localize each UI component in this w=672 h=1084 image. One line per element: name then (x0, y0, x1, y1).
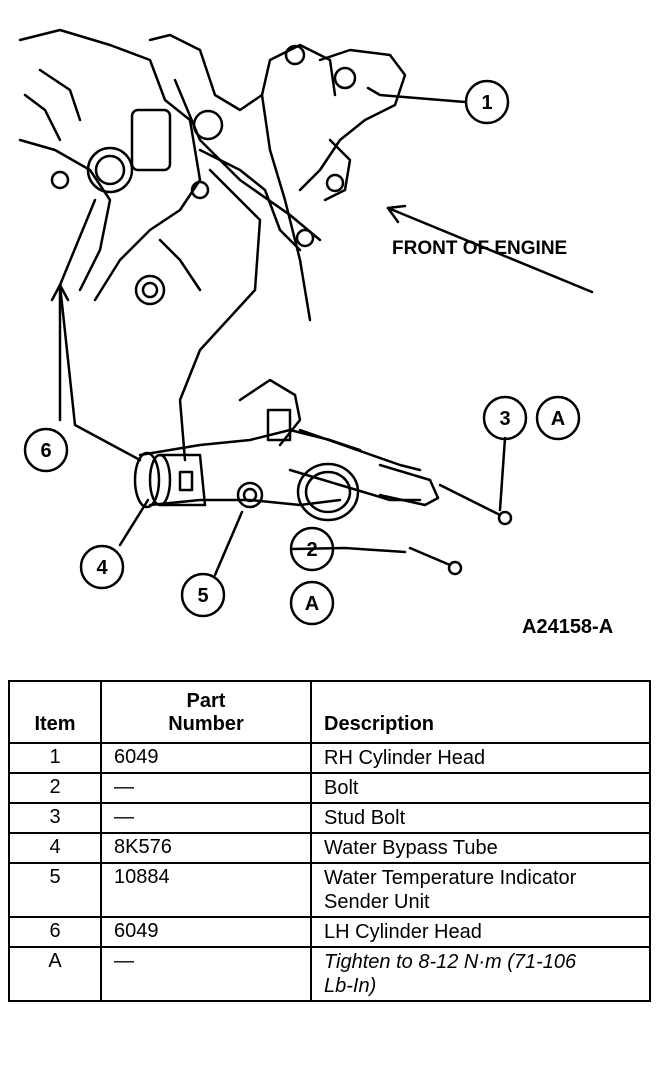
spec-label-a-upper: A (551, 408, 565, 430)
header-part-number: Part Number (100, 680, 312, 744)
callout-leaders (50, 86, 507, 577)
table-row: 2 — Bolt (8, 772, 651, 804)
front-of-engine-label: FRONT OF ENGINE (392, 238, 567, 259)
parts-table: Item Part Number Description 1 6049 RH C… (8, 680, 651, 1002)
row-description-line1: Water Bypass Tube (324, 837, 498, 859)
row-part-number: — (100, 772, 312, 804)
engine-block-illustration (18, 28, 407, 462)
row-description: Tighten to 8-12 N·m (71-106 Lb-In) (310, 946, 651, 1002)
row-description-line2: Sender Unit (324, 891, 430, 913)
callout-circle-4 (79, 544, 125, 590)
row-description-line2: Lb-In) (324, 975, 377, 997)
callout-label-5: 5 (197, 585, 208, 607)
row-part-number: — (100, 946, 312, 1002)
row-description: Water Temperature Indicator Sender Unit (310, 862, 651, 918)
callout-circle-6 (23, 427, 69, 473)
callout-label-2: 2 (306, 539, 317, 561)
row-description-line1: LH Cylinder Head (324, 921, 482, 943)
callout-label-1: 1 (481, 92, 492, 114)
row-part-number: 6049 (100, 742, 312, 774)
callout-label-4: 4 (96, 557, 108, 579)
row-item: 3 (8, 802, 102, 834)
row-part-number: 6049 (100, 916, 312, 948)
row-item: 1 (8, 742, 102, 774)
row-item: 6 (8, 916, 102, 948)
header-part-line1: Part (186, 690, 226, 712)
table-row: 4 8K576 Water Bypass Tube (8, 832, 651, 864)
table-row: 1 6049 RH Cylinder Head (8, 742, 651, 774)
engine-diagram: 1 2 3 4 5 6 A A FRONT OF ENGINE (18, 28, 594, 626)
row-part-number: 10884 (100, 862, 312, 918)
row-description: Bolt (310, 772, 651, 804)
header-item: Item (8, 680, 102, 744)
callout-label-3: 3 (499, 408, 510, 430)
water-bypass-assembly (133, 378, 513, 576)
callout-circle-5 (180, 572, 226, 618)
table-row: 3 — Stud Bolt (8, 802, 651, 834)
row-description-line1: Bolt (324, 777, 359, 799)
callout-circle-2 (289, 526, 335, 572)
callout-circle-3 (482, 395, 528, 441)
figure-id: A24158-A (522, 616, 614, 638)
row-description: LH Cylinder Head (310, 916, 651, 948)
table-row: 5 10884 Water Temperature Indicator Send… (8, 862, 651, 918)
row-description: Stud Bolt (310, 802, 651, 834)
front-direction-arrow (386, 204, 594, 294)
callout-label-6: 6 (40, 440, 51, 462)
header-description: Description (310, 680, 651, 744)
row-description: Water Bypass Tube (310, 832, 651, 864)
row-description-line1: Stud Bolt (324, 807, 406, 829)
row-description-line1: Water Temperature Indicator (324, 867, 577, 889)
row-part-number: 8K576 (100, 832, 312, 864)
row-part-number: — (100, 802, 312, 834)
row-item: A (8, 946, 102, 1002)
row-description-line1: RH Cylinder Head (324, 747, 486, 769)
spec-circle-a-upper (535, 395, 581, 441)
table-row: 6 6049 LH Cylinder Head (8, 916, 651, 948)
row-item: 4 (8, 832, 102, 864)
row-description-line1: Tighten to 8-12 N·m (71-106 (324, 951, 577, 973)
spec-label-a-lower: A (305, 593, 319, 615)
callout-circle-1 (464, 79, 510, 125)
header-part-line2: Number (168, 713, 244, 735)
table-row: A — Tighten to 8-12 N·m (71-106 Lb-In) (8, 946, 651, 1002)
spec-circle-a-lower (289, 580, 335, 626)
row-item: 5 (8, 862, 102, 918)
table-header-row: Item Part Number Description (8, 680, 651, 744)
row-description: RH Cylinder Head (310, 742, 651, 774)
row-item: 2 (8, 772, 102, 804)
